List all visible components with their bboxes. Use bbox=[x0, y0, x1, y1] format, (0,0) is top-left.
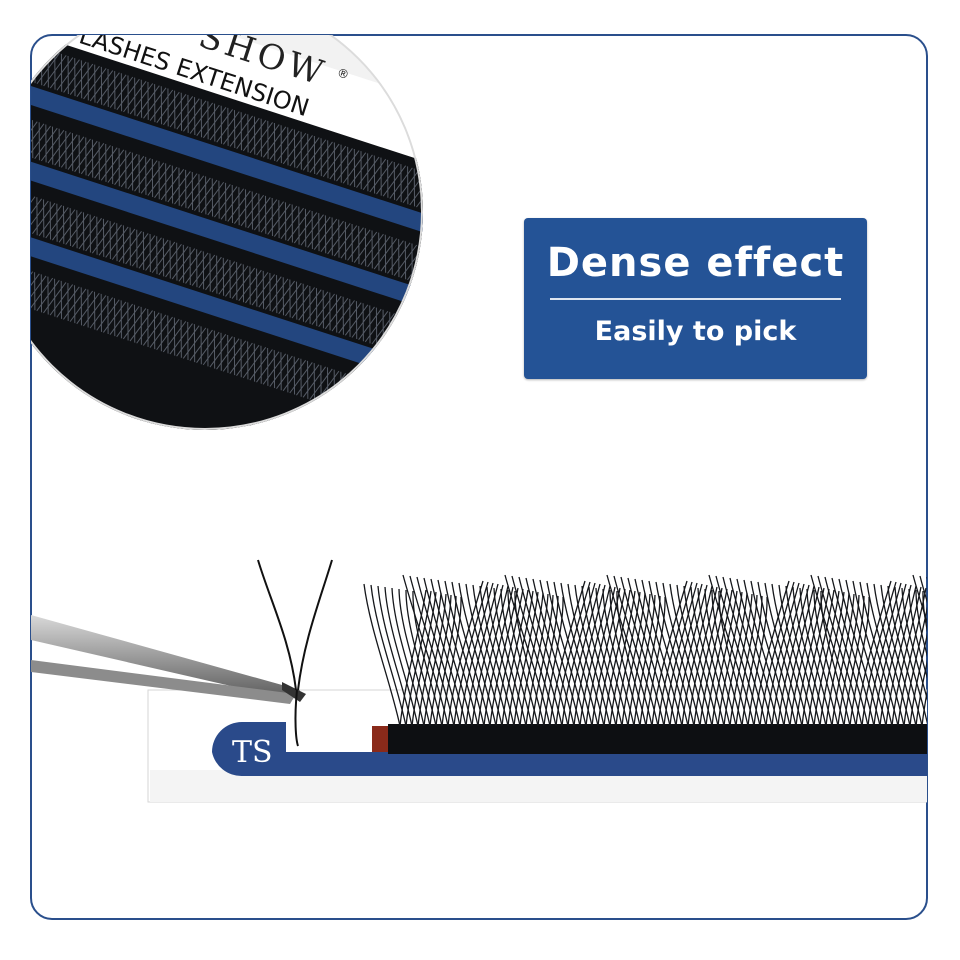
zoom-circle: SHOW ® UM LASHES EXTENSION bbox=[31, 35, 423, 430]
logo-mark: TS bbox=[232, 735, 273, 770]
registered-mark: ® bbox=[335, 65, 351, 82]
badge-title: Dense effect bbox=[546, 240, 845, 286]
feature-badge: Dense effect Easily to pick bbox=[524, 218, 867, 379]
ts-monogram-icon bbox=[212, 722, 286, 777]
badge-subtitle: Easily to pick bbox=[594, 316, 797, 347]
lash-tray: TS bbox=[147, 574, 927, 803]
tweezers bbox=[31, 559, 333, 747]
badge-divider bbox=[550, 298, 841, 300]
